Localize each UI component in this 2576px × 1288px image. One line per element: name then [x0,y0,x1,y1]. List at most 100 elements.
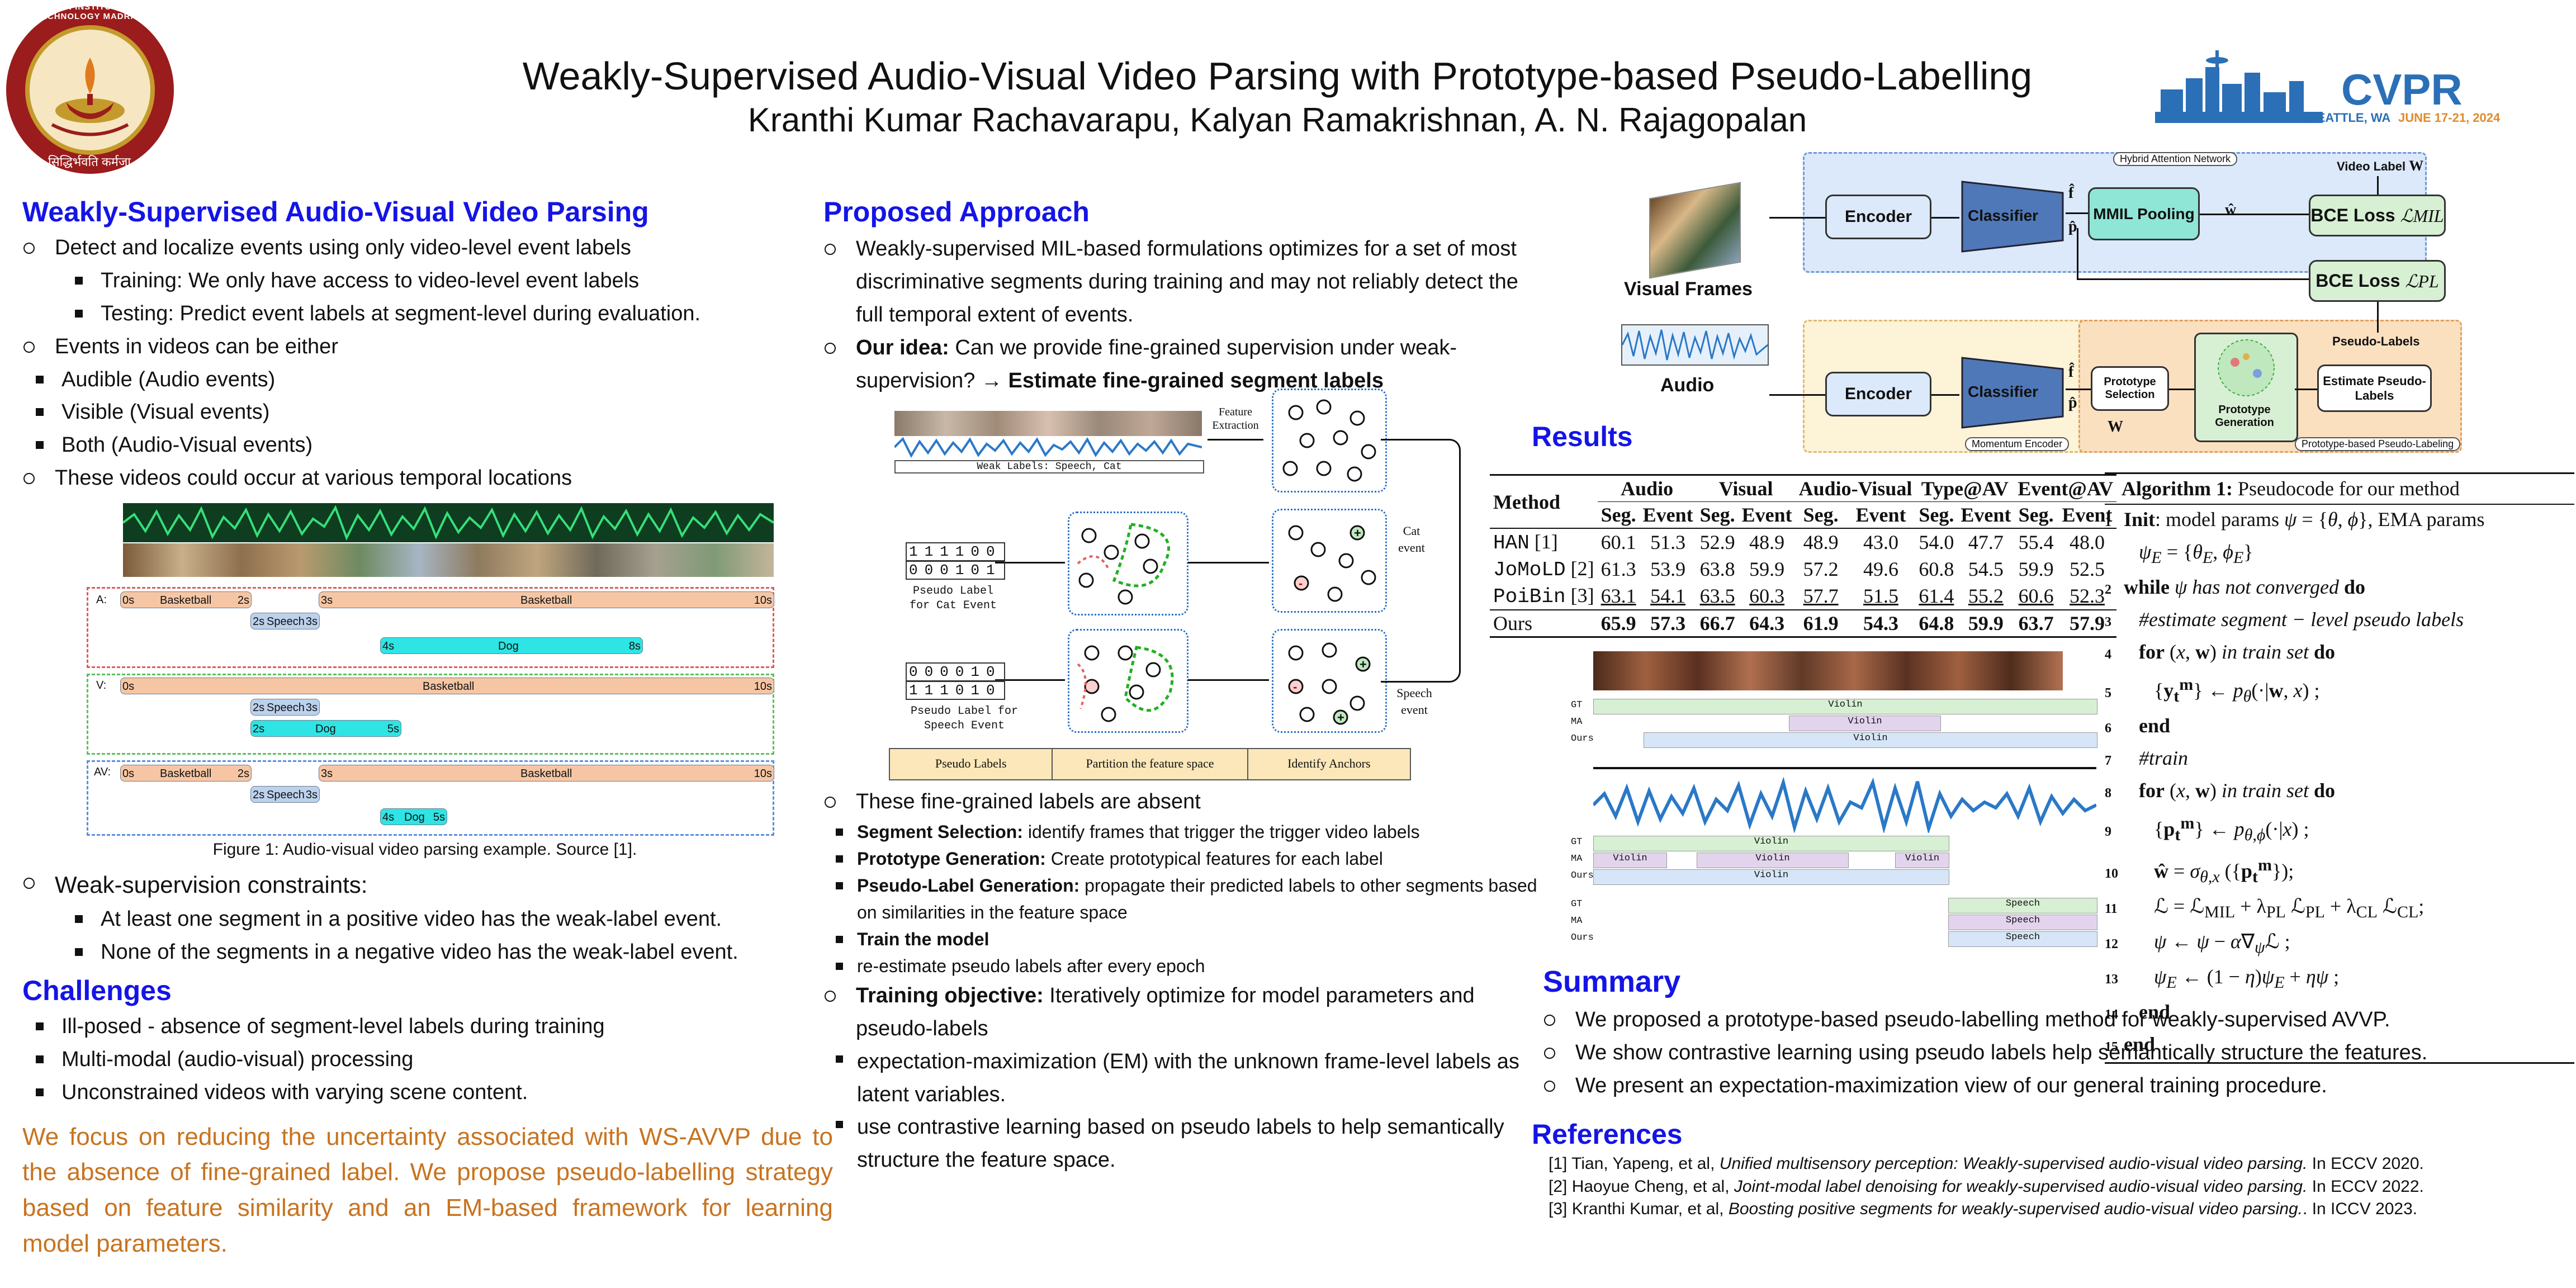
svg-text:-: - [1293,680,1297,694]
fig2-bits-cat-bot: 000101 [906,561,1005,580]
cell: 55.2 [1968,585,2004,607]
cell: 54.5 [1968,558,2004,580]
connector [2077,228,2078,278]
qual-gt-label: GT [1571,837,1583,847]
fig1-basketball: Basketball [520,768,572,780]
qual-ours-label: Ours [1571,733,1594,744]
col-group: Visual [1696,475,1796,502]
visual-frames-thumb [1649,182,1741,279]
training-objective: Training objective: Iteratively optimize… [823,979,1550,1045]
step-item: Segment Selection: identify frames that … [823,818,1550,845]
algorithm-line: 14 end [2105,997,2574,1030]
constraint-2: None of the segments in a negative video… [22,936,833,969]
algorithm-line: 3 #estimate segment − level pseudo label… [2105,605,2574,637]
connector [2066,212,2088,214]
qual-timeline [1593,767,2096,769]
approach-p1: Weakly-supervised MIL-based formulations… [823,233,1550,332]
ref-post: In ECCV 2022. [2307,1177,2424,1196]
challenge-item: Ill-posed - absence of segment-level lab… [22,1010,833,1043]
fig1-t5: 5s [433,811,445,823]
row-name: HAN [1493,532,1530,555]
line-number: 1 [2105,515,2111,529]
l-mil: ℒMIL [2400,205,2444,226]
fig2-frames [894,411,1202,436]
fig1-t3: 3s [321,768,333,780]
fig2-legend: Pseudo Labels Partition the feature spac… [889,748,1411,780]
cell: 52.3 [2070,585,2105,607]
fig1-t10: 10s [754,594,772,607]
connector [1931,394,1959,396]
fig1-row-v-label: V: [96,679,107,692]
fig1-t5: 5s [387,723,399,735]
fig1-t10: 10s [754,680,772,693]
mmil-pooling: MMIL Pooling [2088,187,2200,240]
connector [1931,217,1959,219]
challenge-item: Unconstrained videos with varying scene … [22,1076,833,1109]
line-number: 7 [2105,754,2111,769]
fig1-t0: 0s [122,768,135,780]
results-table: Method Audio Visual Audio-Visual Type@AV… [1490,474,2117,638]
step-item: re-estimate pseudo labels after every ep… [823,953,1550,979]
cell: 57.2 [1803,558,1839,580]
line-number: 2 [2105,583,2111,598]
algorithm-line: 13 ψE ← (1 − η)ψE + ηψ ; [2105,962,2574,997]
wsavvp-bullet-2b: Visible (Visual events) [22,396,827,429]
constraints-block: Weak-supervision constraints: At least o… [22,866,833,1262]
prototype-selection: Prototype Selection [2091,366,2169,411]
middle-column-lower: These fine-grained labels are absent Seg… [823,785,1550,1177]
step-text: re-estimate pseudo labels after every ep… [857,955,1205,976]
results-table-wrap: Method Audio Visual Audio-Visual Type@AV… [1490,474,2117,638]
fig1-caption: Figure 1: Audio-visual video parsing exa… [212,840,637,859]
cell: 63.8 [1699,558,1735,580]
step-text: Create prototypical features for each la… [1050,848,1383,869]
connector [1769,217,1825,219]
line-number: 13 [2105,972,2118,987]
connector [2200,214,2309,215]
hybrid-label: Hybrid Attention Network [2113,152,2238,166]
fig2-connector [1381,439,1461,683]
challenge-item: Multi-modal (audio-visual) processing [22,1043,833,1076]
connector [2377,302,2379,333]
cell: 51.5 [1863,585,1898,607]
algorithm-line: 5 {ytm} ← pθ(·|w, x) ; [2105,670,2574,711]
ref-pre: [3] Kranthi Kumar, et al, [1549,1200,1729,1218]
cell: 47.7 [1968,531,2004,553]
col-group: Type@AV [1915,475,2015,502]
idea-arrow: → [981,368,1002,392]
connector [1769,394,1825,396]
qual-frames-1 [1593,651,2063,690]
line-number: 14 [2105,1007,2118,1022]
col-sub: Event [1741,504,1792,526]
cell: 61.3 [1600,558,1636,580]
bce-loss-mil: BCE Loss ℒMIL [2309,195,2446,236]
fig1-t3: 3s [305,615,318,628]
col-sub: Event [1855,504,1906,526]
fig1-t4: 4s [382,640,395,652]
cell: 51.3 [1650,531,1686,553]
cell: 49.6 [1863,558,1898,580]
step-label: Train the model [857,929,989,949]
qual-ma-speech: Speech [1948,915,2097,930]
constraints-title: Weak-supervision constraints: [22,866,833,903]
bce-loss-pl: BCE Loss ℒPL [2309,260,2446,302]
cell: 43.0 [1863,531,1898,553]
reference-item: [3] Kranthi Kumar, et al, Boosting posit… [1549,1198,2572,1221]
figure-2: Weak Labels: Speech, Cat Feature Extract… [889,389,1487,780]
objective-item: use contrastive learning based on pseudo… [823,1111,1550,1177]
fig1-v-basketball: 0s Basketball 10s [120,678,774,694]
qual-ours-violin: Violin [1644,732,2097,748]
cell: 52.5 [2070,558,2105,580]
video-label: Video Label W [2337,158,2423,174]
row-method: Ours [1490,610,1598,637]
cvpr-dates: JUNE 17-21, 2024 [2398,111,2501,125]
ref-post: In ECCV 2020. [2307,1154,2424,1173]
constraint-1: At least one segment in a positive video… [22,903,833,936]
algorithm-box: Algorithm 1: Pseudocode for our method 1… [2105,472,2574,1064]
cell: 65.9 [1600,612,1636,634]
results-heading: Results [1532,421,1633,452]
fig1-row-av-label: AV: [94,766,111,778]
objective-text: Iteratively optimize for model parameter… [856,983,1475,1040]
